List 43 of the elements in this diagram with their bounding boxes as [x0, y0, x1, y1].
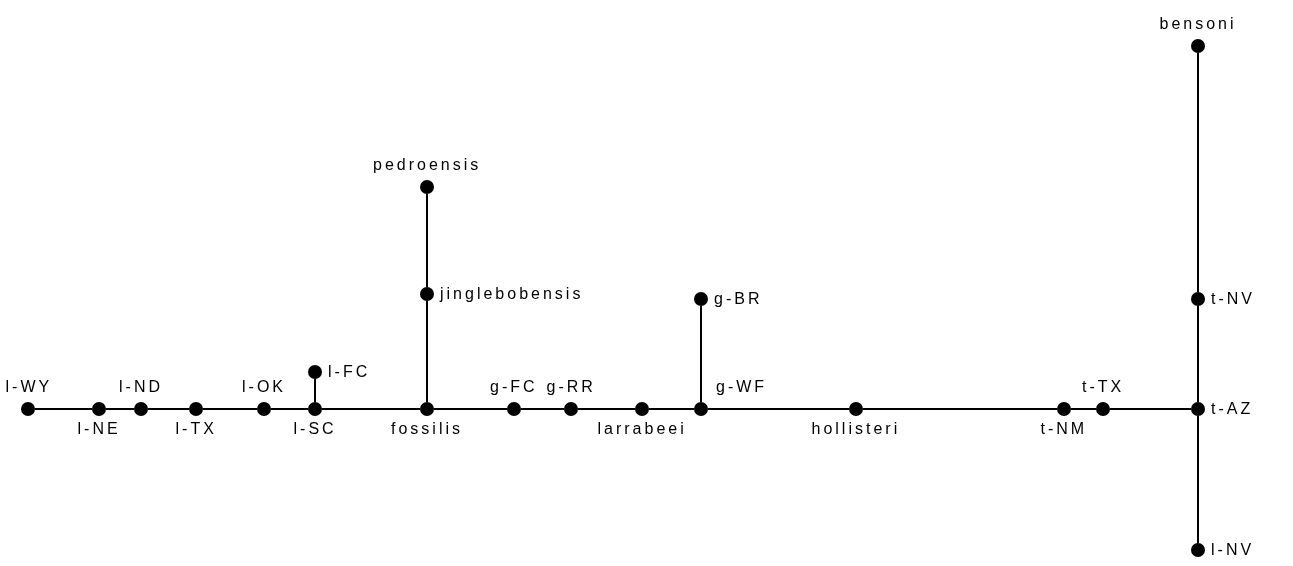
connector-line: [1109, 408, 1192, 410]
taxon-label: l-WY: [5, 378, 53, 396]
taxon-label: larrabeei: [597, 420, 687, 438]
connector-line: [520, 408, 565, 410]
taxon-label: jinglebobensis: [440, 285, 584, 303]
taxon-label: t-TX: [1082, 378, 1125, 396]
taxon-label: l-SC: [293, 420, 337, 438]
taxon-label: g-RR: [546, 378, 596, 396]
connector-line: [270, 408, 309, 410]
taxon-label: l-OK: [242, 378, 286, 396]
taxon-label: g-FC: [490, 378, 538, 396]
taxon-label: l-NV: [1211, 541, 1255, 559]
connector-line: [426, 300, 428, 403]
taxon-label: pedroensis: [373, 156, 482, 174]
connector-line: [700, 305, 702, 403]
connector-line: [1197, 305, 1199, 403]
connector-line: [707, 408, 850, 410]
connector-line: [1070, 408, 1097, 410]
taxon-label: l-TX: [175, 420, 217, 438]
connector-line: [34, 408, 93, 410]
connector-line: [648, 408, 695, 410]
taxon-label: fossilis: [391, 420, 463, 438]
taxon-label: g-BR: [714, 290, 763, 308]
connector-line: [1197, 52, 1199, 293]
taxon-label: bensoni: [1159, 15, 1237, 33]
taxon-label: hollisteri: [811, 420, 901, 438]
taxon-label: l-ND: [119, 378, 163, 396]
connector-line: [314, 378, 316, 403]
taxon-label: l-FC: [328, 363, 371, 381]
taxon-label: t-NM: [1040, 420, 1088, 438]
connector-line: [105, 408, 135, 410]
connector-line: [577, 408, 636, 410]
connector-line: [1197, 415, 1199, 544]
connector-line: [862, 408, 1058, 410]
taxon-label: g-WF: [716, 378, 768, 396]
connector-line: [202, 408, 258, 410]
connector-line: [433, 408, 508, 410]
connector-line: [321, 408, 421, 410]
connector-line: [426, 193, 428, 288]
taxon-label: l-NE: [77, 420, 121, 438]
taxon-label: t-NV: [1211, 290, 1255, 308]
connector-line: [147, 408, 190, 410]
taxon-label: t-AZ: [1211, 400, 1254, 418]
